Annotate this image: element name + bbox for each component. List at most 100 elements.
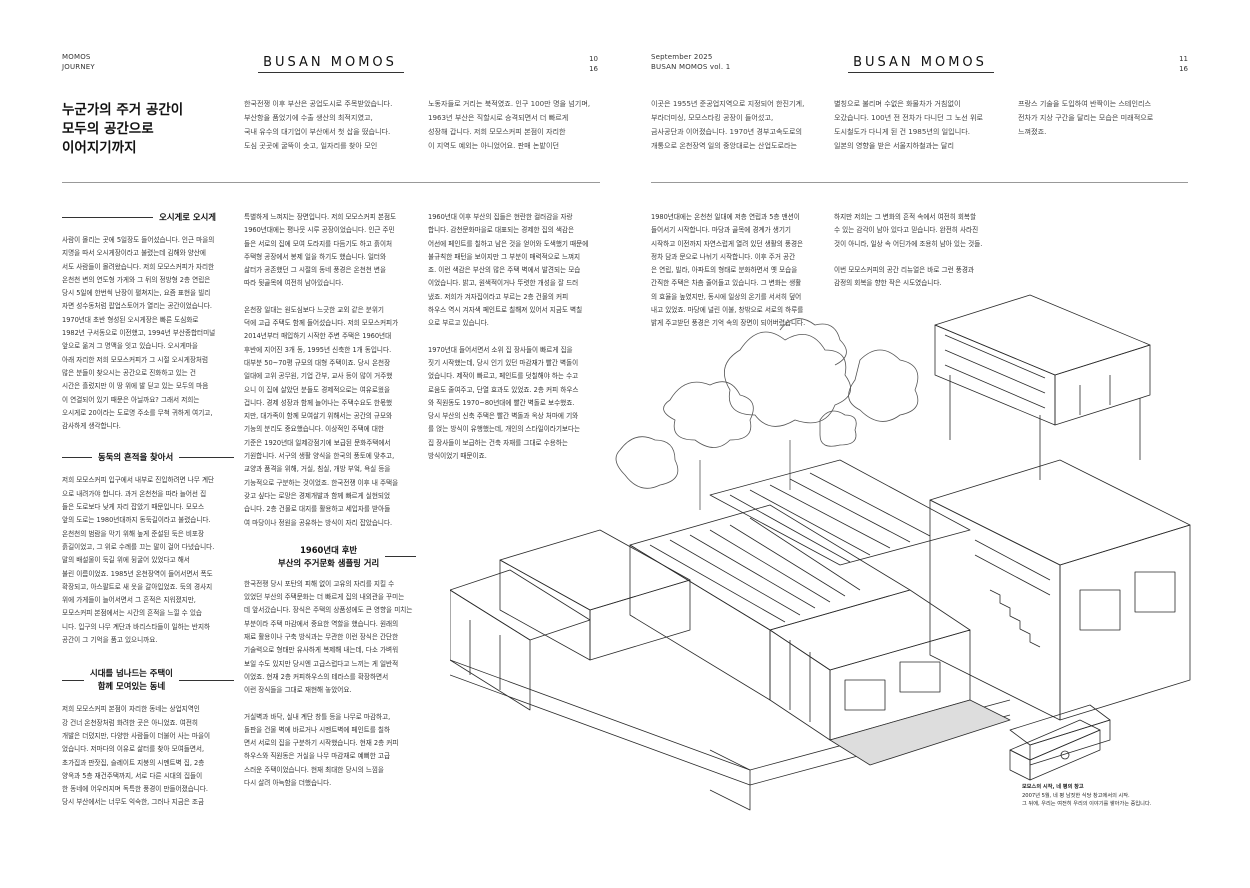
text-line: 냈죠. 저희가 겨자집이라고 부르는 2층 건물의 커피 xyxy=(428,292,569,301)
text-line: 여 마당이나 정원을 공유하는 방식이 자리 잡았습니다. xyxy=(244,518,393,527)
text-line: 기술력으로 형태만 유사하게 복제해 내는데, 다소 가벼워 xyxy=(244,646,399,655)
left-top-column-2: 노동자들로 거리는 북적였죠. 인구 100만 명을 넘기며, 1963년 부산… xyxy=(428,97,600,153)
text-line: 위에 가게들이 늘어서면서 그 흔적은 지워졌지만, xyxy=(62,596,196,605)
text-line: 사람이 몰리는 곳에 5일장도 들어섰습니다. 인근 마을의 xyxy=(62,236,215,244)
text-line: 도심 곳곳에 굴뚝이 솟고, 일자리를 찾아 모인 xyxy=(244,141,378,150)
text-line: 데 앞서갔습니다. 장식은 주택의 상품성에도 큰 영향을 미치는 xyxy=(244,606,413,615)
text-line: 감정의 회복을 향한 작은 시도였습니다. xyxy=(834,279,942,288)
text-line: 당시 부산의 신축 주택은 빨간 벽돌과 옥상 처마에 기와 xyxy=(428,412,579,421)
col2-paragraph-4: 거실벽과 바닥, 실내 계단 창틀 등을 나무로 마감하고, 돌판을 건물 벽에… xyxy=(244,711,416,791)
text-line: 성장해 갑니다. 저희 모모스커피 본점이 자리한 xyxy=(428,127,566,136)
text-line: 별칭으로 불리며 수없은 화물차가 거침없이 xyxy=(834,99,961,108)
text-line: 느껴졌죠. xyxy=(1018,127,1047,136)
caption-line: 그 뒤에, 우리는 여전히 우리의 이야기를 쌓아가는 중입니다. xyxy=(1022,801,1152,807)
left-meta-line1: MOMOS xyxy=(62,53,91,61)
text-line: 보일 수도 있지만 당시엔 고급스럽다고 느끼는 게 일반적 xyxy=(244,659,399,668)
section-heading: 동둑의 흔적을 찾아서 xyxy=(62,451,234,464)
left-page-total: 16 xyxy=(589,65,598,73)
text-line: 로움도 줄여주고, 단열 효과도 있었죠. 2층 커피 하우스 xyxy=(428,385,579,394)
text-line: 하우스와 직원동은 거실을 나무 마감재로 예뻐한 고급 xyxy=(244,752,391,761)
text-line: 공간이 그 기억을 품고 있으니까요. xyxy=(62,636,158,645)
right-page-num: 11 xyxy=(1179,55,1188,63)
text-line: 방식이었기 때문이죠. xyxy=(428,452,487,461)
section3-body: 저희 모모스커피 본점이 자리한 동네는 상업지역인 강 건너 온천장처럼 화려… xyxy=(62,703,234,809)
left-top-column-1: 한국전쟁 이후 부산은 공업도시로 주목받았습니다. 부산항을 품었기에 수출 … xyxy=(244,97,416,153)
isometric-building-sketch-icon xyxy=(450,294,1191,811)
text-line: 재료 활용이나 구축 방식과는 무관한 이런 장식은 간단한 xyxy=(244,633,399,642)
text-line: 노동자들로 거리는 북적였죠. 인구 100만 명을 넘기며, xyxy=(428,99,591,108)
text-line: 앞의 도로는 1980년대까지 동둑길이라고 불렸습니다. xyxy=(62,516,211,525)
text-line: 저희 모모스커피 본점이 자리한 동네는 상업지역인 xyxy=(62,705,200,714)
text-line: 강 건너 온천장처럼 화려한 곳은 아니었죠. 여전히 xyxy=(62,718,198,727)
upper-building-drawing xyxy=(934,294,1151,480)
illustration-caption: 모모스의 시작, 네 평의 창고 2007년 5월, 네 평 남짓한 식당 창고… xyxy=(1022,783,1187,809)
text-line: 지명을 따서 오시게장이라고 불렸는데 김해와 양산에 xyxy=(62,249,206,258)
text-line: 불규칙한 패턴을 보이지만 그 부분이 매력적으로 느껴지 xyxy=(428,252,581,261)
text-line: 돌판을 건물 벽에 바르거나 시멘트벽에 페인트를 칠하 xyxy=(244,725,391,734)
text-line: 1963년 부산은 직할시로 승격되면서 더 빠르게 xyxy=(428,113,569,122)
text-line: 었습니다. 제작이 빠르고, 페인트를 덧칠해야 하는 수고 xyxy=(428,372,579,381)
text-line: 기능적으로 구분하는 것이었죠. 한국전쟁 이후 내 주택을 xyxy=(244,478,399,487)
section4-title: 1960년대 후반 부산의 주거문화 샘플링 거리 xyxy=(278,544,379,570)
text-line: 이 지역도 예외는 아니었어요. 판매 논밭이던 xyxy=(428,141,560,150)
right-top-column-2: 별칭으로 불리며 수없은 화물차가 거침없이 오갔습니다. 100년 전 전차가… xyxy=(834,97,1006,153)
section4-title-line1: 1960년대 후반 xyxy=(300,544,358,555)
text-line: 아래 자리한 저희 모모스커피가 그 시절 오시게장처럼 xyxy=(62,355,209,364)
text-line: 으로 부르고 있습니다. xyxy=(428,319,489,328)
text-line: 양옥과 5층 재건주택까지, 서로 다른 시대의 집들이 xyxy=(62,771,203,780)
text-line: 흙길이었고, 그 위로 수례를 끄는 말이 걸어 다녔습니다. xyxy=(62,542,215,551)
right-top-column-3: 프랑스 기술을 도입하여 반짝이는 스테인리스 전차가 지상 구간을 달리는 모… xyxy=(1018,97,1188,139)
text-line: 부산항을 품었기에 수출 생산의 최적지였고, xyxy=(244,113,373,122)
right-divider xyxy=(651,182,1188,183)
text-line: 당시 5일에 한번씩 난장이 펼쳐지는, 요즘 표현을 빌리 xyxy=(62,289,211,298)
section4-title-line2: 부산의 주거문화 샘플링 거리 xyxy=(278,557,380,568)
text-line: 죠. 이런 색감은 부산의 많은 주택 벽에서 발견되는 모습 xyxy=(428,266,581,275)
text-line: 개발은 더뎠지만, 다양한 사람들이 더불어 사는 마을이 xyxy=(62,731,211,740)
text-line: 1970년대 초반 형성된 오시게장은 빠른 도심화로 xyxy=(62,315,199,324)
text-line: 일대에 고위 공무원, 기업 간부, 교사 등이 많이 거주했 xyxy=(244,372,393,381)
text-line: 당시 부산에서는 너무도 익숙한, 그러나 지금은 조금 xyxy=(62,798,205,807)
text-line: 온천천의 범람을 막기 위해 높게 준설된 둑은 비포장 xyxy=(62,529,205,538)
text-line: 은 연립, 빌라, 아파트의 형태로 분화하면서 옛 모습을 xyxy=(651,266,798,275)
text-line: 오시게로 20이라는 도로명 주소를 무척 귀하게 여기고, xyxy=(62,408,213,417)
text-line: 확장되고, 아스팔트로 새 옷을 갈아입었죠. 둑의 경사지 xyxy=(62,582,213,591)
text-line: 이었죠. 현재 2층 커피하우스의 테라스를 확장하면서 xyxy=(244,672,389,681)
text-line: 면서 서로의 집을 구분하기 시작했습니다. 현재 2층 커피 xyxy=(244,739,399,748)
caption-title: 모모스의 시작, 네 평의 창고 xyxy=(1022,784,1084,790)
text-line: 프랑스 기술을 도입하여 반짝이는 스테인리스 xyxy=(1018,99,1152,108)
text-line: 었습니다. 저마다의 이유로 삶터를 찾아 모여들면서, xyxy=(62,745,205,754)
text-line: 들은 도로보다 낮게 자리 잡았기 때문입니다. 모모스 xyxy=(62,503,205,512)
text-line: 다시 살려 아늑함을 더했습니다. xyxy=(244,778,332,787)
right-body-column-2: 하지만 저희는 그 변화의 흔적 속에서 여전히 회복할 수 있는 감각이 남아… xyxy=(834,211,1006,290)
text-line: 갖고 싶다는 로망은 경제개발과 함께 빠르게 실현되었 xyxy=(244,491,391,500)
text-line: 짓기 시작했는데, 당시 인기 있던 마감재가 빨간 벽돌이 xyxy=(428,358,579,367)
heading-rule xyxy=(385,556,416,558)
text-line: 부라더미싱, 모모스타킹 공장이 들어섰고, xyxy=(651,113,774,122)
left-page-number: 10 16 xyxy=(580,54,598,74)
lead-title-line: 모두의 공간으로 xyxy=(62,121,154,137)
text-line: 정차 담과 문으로 나뉘기 시작합니다. 이후 주거 공간 xyxy=(651,252,796,261)
trees-drawing xyxy=(615,318,919,510)
text-line: 집 장사들이 보급하는 건축 자재를 그대로 수용하는 xyxy=(428,438,568,447)
section-heading: 시대를 넘나드는 주택이 함께 모여있는 동네 xyxy=(62,667,234,693)
text-line: 도시철도가 다니게 된 건 1985년의 일입니다. xyxy=(834,127,971,136)
text-line: 하지만 저희는 그 변화의 흔적 속에서 여전히 회복할 xyxy=(834,213,977,221)
text-line: 개통으로 온천장역 일의 중앙대로는 산업도로라는 xyxy=(651,141,798,150)
text-line: 삶터가 공존했던 그 시절의 동네 풍경은 온천천 변을 xyxy=(244,266,387,275)
text-line: 온천천 변의 연도형 가게와 그 뒤의 정방형 2층 연립은 xyxy=(62,275,211,284)
text-line: 하우스 역시 겨자색 페인트로 칠해져 있어서 지금도 벽칠 xyxy=(428,306,583,315)
section3-title: 시대를 넘나드는 주택이 함께 모여있는 동네 xyxy=(90,667,173,693)
text-line: 오갔습니다. 100년 전 전차가 다니던 그 노선 위로 xyxy=(834,113,984,122)
main-roof-building-drawing xyxy=(629,459,971,741)
text-line: 교양과 품격을 위해, 거실, 침실, 개방 부엌, 욕실 등을 xyxy=(244,465,391,474)
right-col2-paragraph-2: 이번 모모스커피의 공간 리뉴얼은 바로 그런 풍경과 감정의 회복을 향한 작… xyxy=(834,264,1006,291)
text-line: 를 얹는 방식이 유행했는데, 개인의 스타일이라기보다는 xyxy=(428,425,581,434)
right-page-total: 16 xyxy=(1179,65,1188,73)
site-wall-drawing xyxy=(450,659,1111,811)
text-line: 온천장 일대는 원도심보다 느긋한 교외 같은 분위기 xyxy=(244,305,384,314)
text-line: 스러운 주택이었습니다. 현재 최대한 당시의 느낌을 xyxy=(244,765,384,774)
section-heading: 1960년대 후반 부산의 주거문화 샘플링 거리 xyxy=(244,544,416,570)
text-line: 기능의 분리도 중요했습니다. 이상적인 주택에 대한 xyxy=(244,425,384,434)
heading-rule xyxy=(178,679,234,681)
section3-title-line1: 시대를 넘나드는 주택이 xyxy=(90,668,173,679)
